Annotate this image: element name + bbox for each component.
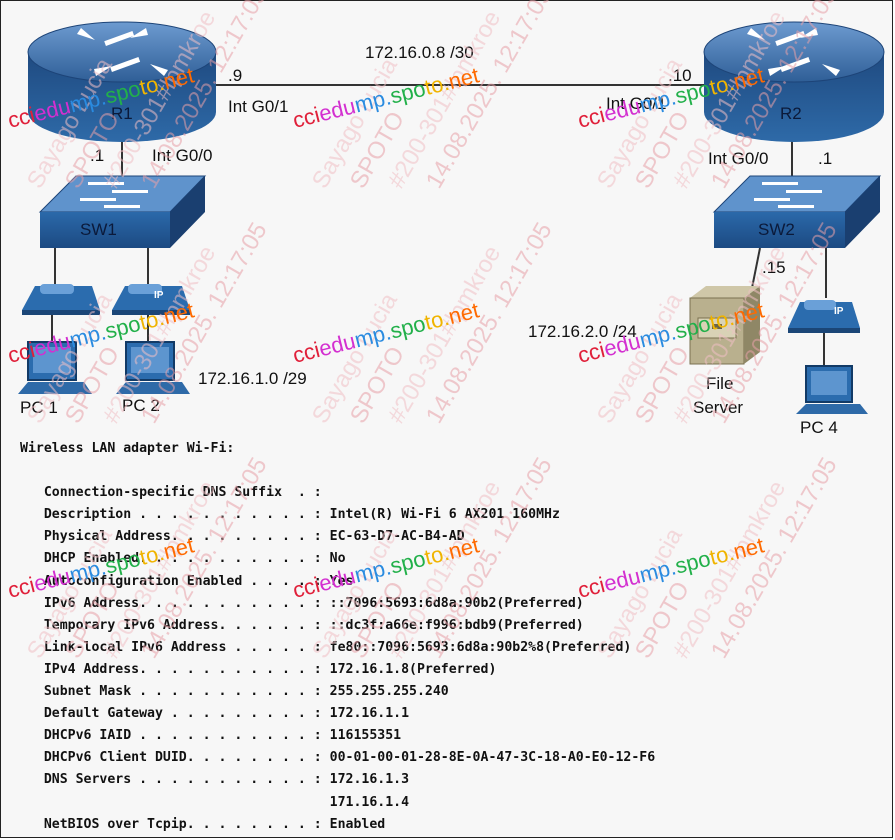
ipconfig-row: Subnet Mask . . . . . . . . . . . : 255.… bbox=[20, 681, 655, 703]
ipconfig-row: IPv4 Address. . . . . . . . . . . : 172.… bbox=[20, 659, 655, 681]
ipconfig-value: : Yes bbox=[305, 573, 354, 589]
ipconfig-row: Link-local IPv6 Address . . . . . : fe80… bbox=[20, 637, 655, 659]
ip-phone-2 bbox=[112, 284, 190, 315]
ipconfig-row: DNS Servers . . . . . . . . . . . : 172.… bbox=[20, 769, 655, 791]
ipconfig-key bbox=[20, 795, 306, 810]
server-host-label: .15 bbox=[762, 258, 786, 277]
r2-g01-host-label: .10 bbox=[668, 66, 692, 85]
switch-arrows-icon bbox=[80, 182, 148, 208]
router-r1 bbox=[27, 21, 217, 142]
sw2-server-link bbox=[751, 247, 761, 289]
router-arrows-icon bbox=[747, 28, 840, 76]
pc-1 bbox=[18, 341, 92, 394]
router-r2 bbox=[703, 21, 885, 142]
lan2-subnet-label: 172.16.2.0 /24 bbox=[528, 322, 637, 341]
switch-sw1 bbox=[38, 175, 207, 248]
sw1-name: SW1 bbox=[80, 220, 117, 239]
ipconfig-row: Default Gateway . . . . . . . . . : 172.… bbox=[20, 703, 655, 725]
ipconfig-key: Autoconfiguration Enabled . . . . bbox=[20, 573, 306, 589]
ipconfig-value: : 172.16.1.3 bbox=[305, 772, 410, 788]
pc1-name: PC 1 bbox=[20, 398, 58, 417]
router-arrows-icon bbox=[77, 28, 168, 76]
ipconfig-key: NetBIOS over Tcpip. . . . . . . . bbox=[20, 816, 306, 832]
sw2-name: SW2 bbox=[758, 220, 795, 239]
ipconfig-value: : 116155351 bbox=[305, 728, 402, 744]
phone-2-ip-label: IP bbox=[154, 290, 164, 301]
ipconfig-row: NetBIOS over Tcpip. . . . . . . . : Enab… bbox=[20, 814, 655, 836]
ipconfig-key: Temporary IPv6 Address. . . . . . bbox=[20, 617, 306, 633]
r1-g00-host-label: .1 bbox=[90, 146, 105, 165]
ipconfig-value: : ::7096:5693:6d8a:90b2(Preferred) bbox=[305, 595, 584, 611]
wan-subnet-label: 172.16.0.8 /30 bbox=[365, 43, 474, 62]
ipconfig-key: DNS Servers . . . . . . . . . . . bbox=[20, 772, 306, 788]
switch-arrows-icon bbox=[754, 182, 822, 208]
ipconfig-key: IPv6 Address. . . . . . . . . . . bbox=[20, 595, 306, 611]
r1-name: R1 bbox=[111, 104, 133, 123]
server-name-line1: File bbox=[706, 374, 734, 393]
ipconfig-value: : ::dc3f:a66e:f996:bdb9(Preferred) bbox=[305, 617, 584, 633]
ipconfig-key: Description . . . . . . . . . . . bbox=[20, 507, 306, 523]
r2-g00-host-label: .1 bbox=[818, 149, 833, 168]
r1-g01-int-label: Int G0/1 bbox=[228, 97, 289, 116]
ipconfig-key: DHCP Enabled. . . . . . . . . . . bbox=[20, 551, 306, 567]
ipconfig-key: DHCPv6 Client DUID. . . . . . . . bbox=[20, 750, 306, 766]
ipconfig-key: DHCPv6 IAID . . . . . . . . . . . bbox=[20, 728, 306, 744]
ipconfig-rows: Connection-specific DNS Suffix . : Descr… bbox=[20, 482, 655, 836]
server-name-line2: Server bbox=[693, 398, 744, 417]
ipconfig-value: : No bbox=[305, 551, 346, 567]
links bbox=[51, 84, 827, 365]
ipconfig-value: : 255.255.255.240 bbox=[305, 684, 449, 700]
r2-name: R2 bbox=[780, 104, 802, 123]
ipconfig-value: : 00-01-00-01-28-8E-0A-47-3C-18-A0-E0-12… bbox=[305, 750, 656, 766]
ipconfig-value: : EC-63-D7-AC-B4-AD bbox=[305, 529, 465, 545]
ipconfig-header: Wireless LAN adapter Wi-Fi: bbox=[20, 441, 235, 456]
ipconfig-row: IPv6 Address. . . . . . . . . . . : ::70… bbox=[20, 593, 655, 615]
ipconfig-row: Connection-specific DNS Suffix . : bbox=[20, 482, 655, 504]
pc2-name: PC 2 bbox=[122, 396, 160, 415]
ipconfig-row: DHCP Enabled. . . . . . . . . . . : No bbox=[20, 548, 655, 570]
pc-4 bbox=[796, 365, 868, 414]
ipconfig-row: Description . . . . . . . . . . . : Inte… bbox=[20, 504, 655, 526]
ipconfig-key: Subnet Mask . . . . . . . . . . . bbox=[20, 684, 306, 700]
ip-phone-4 bbox=[788, 300, 860, 333]
r1-g00-int-label: Int G0/0 bbox=[152, 146, 213, 165]
ipconfig-value: 171.16.1.4 bbox=[305, 794, 410, 810]
ipconfig-value: : bbox=[305, 485, 322, 501]
ipconfig-value: : 172.16.1.8(Preferred) bbox=[305, 661, 497, 677]
ipconfig-output: Wireless LAN adapter Wi-Fi: Connection-s… bbox=[20, 438, 655, 836]
ipconfig-blank bbox=[20, 460, 655, 482]
ipconfig-value: : Enabled bbox=[305, 816, 386, 832]
ipconfig-key: Connection-specific DNS Suffix . bbox=[20, 485, 306, 501]
pc-2 bbox=[116, 341, 190, 394]
phone-4-ip-label: IP bbox=[834, 306, 844, 317]
ip-phone-1 bbox=[22, 284, 100, 315]
file-server bbox=[689, 286, 760, 365]
r1-g01-host-label: .9 bbox=[228, 66, 243, 85]
ipconfig-row: Temporary IPv6 Address. . . . . . : ::dc… bbox=[20, 615, 655, 637]
switch-sw2 bbox=[712, 175, 882, 248]
r2-g01-int-label: Int G0/1 bbox=[606, 94, 667, 113]
network-topology bbox=[18, 21, 885, 414]
ipconfig-value: : fe80::7096:5693:6d8a:90b2%8(Preferred) bbox=[305, 639, 632, 655]
ipconfig-value: : Intel(R) Wi-Fi 6 AX201 160MHz bbox=[305, 507, 560, 523]
ipconfig-key: Default Gateway . . . . . . . . . bbox=[20, 706, 306, 722]
ipconfig-row: DHCPv6 IAID . . . . . . . . . . . : 1161… bbox=[20, 725, 655, 747]
ipconfig-key: Physical Address. . . . . . . . . bbox=[20, 529, 306, 545]
pc4-name: PC 4 bbox=[800, 418, 838, 437]
ipconfig-row: DHCPv6 Client DUID. . . . . . . . : 00-0… bbox=[20, 747, 655, 769]
ipconfig-value: : 172.16.1.1 bbox=[305, 706, 410, 722]
lan1-subnet-label: 172.16.1.0 /29 bbox=[198, 369, 307, 388]
ipconfig-row: Physical Address. . . . . . . . . : EC-6… bbox=[20, 526, 655, 548]
ipconfig-row: 171.16.1.4 bbox=[20, 792, 655, 814]
ipconfig-key: Link-local IPv6 Address . . . . . bbox=[20, 639, 306, 655]
ipconfig-key: IPv4 Address. . . . . . . . . . . bbox=[20, 661, 306, 677]
r2-g00-int-label: Int G0/0 bbox=[708, 149, 769, 168]
ipconfig-row: Autoconfiguration Enabled . . . . : Yes bbox=[20, 571, 655, 593]
